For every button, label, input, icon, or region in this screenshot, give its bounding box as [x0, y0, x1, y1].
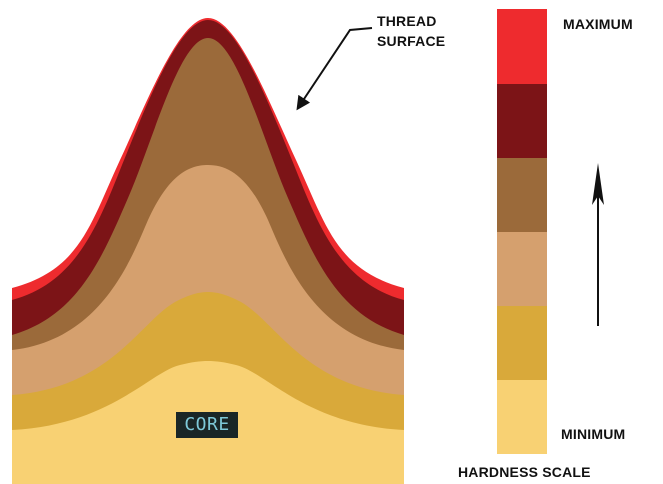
scale-segment-brown: [497, 158, 547, 232]
hardness-scale-title: HARDNESS SCALE: [458, 464, 591, 480]
scale-segment-minimum: [497, 380, 547, 454]
scale-segment-tan: [497, 232, 547, 306]
thread-surface-label-line2: SURFACE: [377, 33, 446, 49]
thread-surface-label: THREAD SURFACE: [377, 11, 445, 51]
scale-segment-mustard: [497, 306, 547, 380]
scale-segment-dark-red: [497, 84, 547, 158]
scale-minimum-label: MINIMUM: [561, 426, 626, 442]
thread-surface-pointer-arrow: [296, 27, 373, 111]
core-label: CORE: [176, 412, 238, 438]
scale-maximum-label: MAXIMUM: [563, 16, 633, 32]
hardness-increase-arrow-head: [592, 163, 604, 205]
thread-surface-label-line1: THREAD: [377, 13, 437, 29]
scale-segment-maximum: [497, 9, 547, 84]
